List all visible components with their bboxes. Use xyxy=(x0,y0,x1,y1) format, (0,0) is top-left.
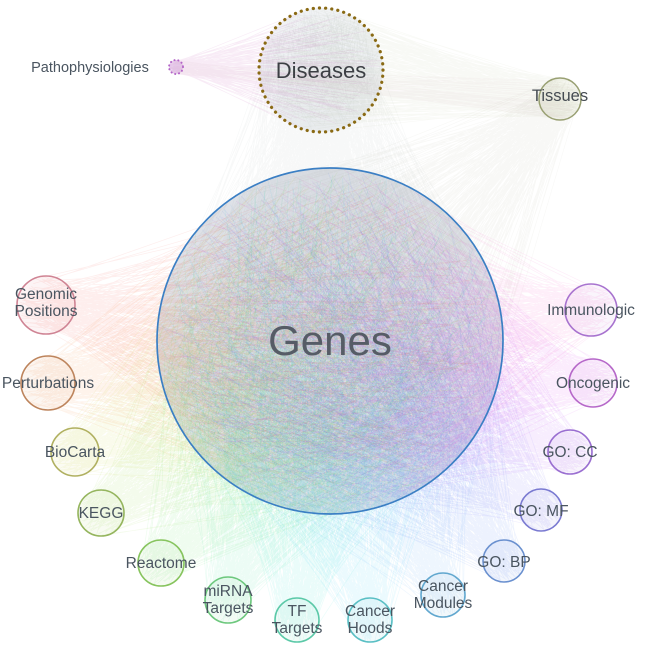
node-label-perturbations: Perturbations xyxy=(2,375,94,392)
node-fill-tissues xyxy=(539,78,581,120)
node-fill-biocarta xyxy=(51,428,99,476)
node-label-cancer_hoods: Cancer xyxy=(345,603,395,620)
node-label-genes: Genes xyxy=(268,317,392,364)
node-label-immunologic: Immunologic xyxy=(547,302,635,319)
node-fill-pathophysiologies xyxy=(169,60,183,74)
node-fill-diseases xyxy=(259,8,383,132)
node-label-tissues: Tissues xyxy=(532,87,588,105)
node-cancer_modules[interactable] xyxy=(420,572,466,618)
edge-bundle-layer xyxy=(17,8,617,642)
node-genomic_positions[interactable] xyxy=(16,275,76,335)
edge-bundle-genes-go_mf xyxy=(162,178,562,531)
node-reactome[interactable] xyxy=(137,539,185,587)
node-label-genomic_positions: Positions xyxy=(15,303,78,320)
node-go_bp[interactable] xyxy=(482,539,526,583)
node-label-mirna_targets: miRNA xyxy=(203,583,253,600)
edge-bundle-diseases-diseases xyxy=(261,8,382,130)
node-fill-oncogenic xyxy=(569,359,617,407)
node-label-cancer_hoods: Hoods xyxy=(348,620,393,637)
node-fill-go_mf xyxy=(520,489,562,531)
edge-bundle-genes-cancer_hoods xyxy=(160,177,498,642)
node-mirna_targets[interactable] xyxy=(204,576,252,624)
edge-bundle-genes-biocarta xyxy=(52,173,496,505)
edge-bundle-genes-oncogenic xyxy=(169,173,617,510)
node-fill-go_cc xyxy=(548,430,592,474)
node-fill-mirna_targets xyxy=(205,577,251,623)
node-label-layer: Genes Diseases PathophysiologiesTissuesGen… xyxy=(2,58,635,637)
node-label-pathophysiologies: Pathophysiologies xyxy=(31,60,149,76)
node-fill-genomic_positions xyxy=(17,276,75,334)
node-perturbations[interactable] xyxy=(20,355,76,411)
node-label-go_cc: GO: CC xyxy=(542,444,597,461)
edge-bundle-genes-immunologic xyxy=(161,170,617,503)
node-label-tf_targets: Targets xyxy=(272,620,323,637)
node-fill-tf_targets xyxy=(275,598,319,642)
node-fill-kegg xyxy=(78,490,124,536)
edge-bundle-genes-perturbations xyxy=(21,185,493,513)
node-fill-cancer_hoods xyxy=(348,598,392,642)
node-fill-genes xyxy=(157,168,503,514)
node-fill-perturbations xyxy=(21,356,75,410)
edge-bundle-genes-mirna_targets xyxy=(158,174,500,622)
node-label-cancer_modules: Cancer xyxy=(418,578,468,595)
node-tf_targets[interactable] xyxy=(274,597,320,643)
node-genes[interactable] xyxy=(156,167,504,515)
edge-bundle-genes-cancer_modules xyxy=(160,170,501,616)
node-label-genomic_positions: Genomic xyxy=(15,286,77,303)
node-label-oncogenic: Oncogenic xyxy=(556,375,630,392)
edge-bundle-genes-genomic_positions xyxy=(17,182,486,507)
node-oncogenic[interactable] xyxy=(568,358,618,408)
node-label-kegg: KEGG xyxy=(79,505,124,522)
node-fill-layer xyxy=(17,8,617,642)
edge-bundle-pathophysiologies-tissues xyxy=(169,59,579,119)
node-tissues[interactable] xyxy=(538,77,582,121)
node-kegg[interactable] xyxy=(77,489,125,537)
edge-bundle-genes-go_bp xyxy=(164,172,525,582)
node-fill-cancer_modules xyxy=(421,573,465,617)
edge-bundle-genes-kegg xyxy=(78,172,496,537)
node-label-cancer_modules: Modules xyxy=(414,595,473,612)
node-label-go_bp: GO: BP xyxy=(477,554,530,571)
edge-bundle-genes-go_cc xyxy=(159,177,592,505)
node-label-go_mf: GO: MF xyxy=(513,503,568,520)
node-label-tf_targets: TF xyxy=(288,603,307,620)
node-diseases[interactable] xyxy=(257,6,385,134)
node-go_cc[interactable] xyxy=(547,429,593,475)
node-label-diseases: Diseases xyxy=(276,58,366,83)
node-cancer_hoods[interactable] xyxy=(347,597,393,643)
edge-bundle-tissues-genes xyxy=(159,78,582,512)
node-label-mirna_targets: Targets xyxy=(203,600,254,617)
node-label-reactome: Reactome xyxy=(126,555,197,572)
edge-bundle-diseases-tissues xyxy=(260,8,581,132)
node-immunologic[interactable] xyxy=(564,283,618,337)
node-go_mf[interactable] xyxy=(519,488,563,532)
node-fill-immunologic xyxy=(565,284,617,336)
node-ring-layer xyxy=(16,6,618,643)
node-pathophysiologies[interactable] xyxy=(168,59,184,75)
node-biocarta[interactable] xyxy=(50,427,100,477)
node-label-biocarta: BioCarta xyxy=(45,444,106,461)
node-fill-go_bp xyxy=(483,540,525,582)
node-fill-reactome xyxy=(138,540,184,586)
